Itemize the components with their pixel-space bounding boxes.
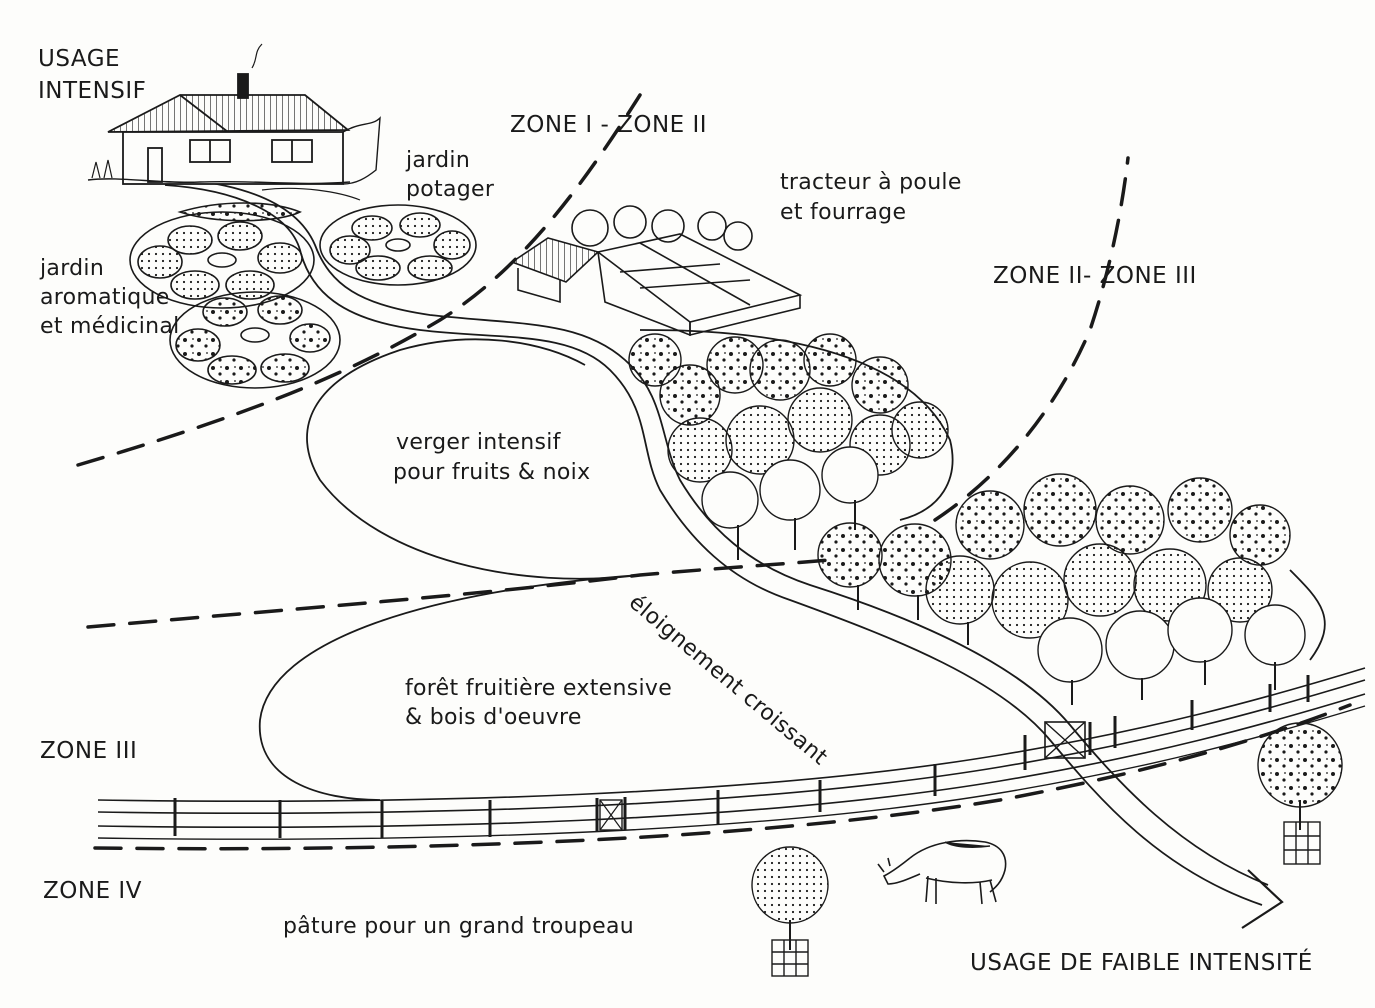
zone-boundary-lines	[76, 93, 1352, 851]
foret-label-line1: forêt fruitière extensive	[405, 676, 673, 701]
tracteur-label-line2: et fourrage	[780, 200, 907, 225]
jardin-potager-label-line1: jardin	[406, 148, 471, 173]
verger-label-line2: pour fruits & noix	[393, 460, 591, 485]
jardin-aromatique-label-line1: jardin	[40, 256, 105, 281]
pature-label: pâture pour un grand troupeau	[283, 914, 634, 939]
boundary-zone-3-4	[93, 703, 1352, 851]
fence-front	[97, 667, 1366, 840]
pasture-tree-left	[751, 846, 829, 977]
zone-3-label: ZONE III	[40, 738, 138, 764]
verger-label-line1: verger intensif	[396, 430, 561, 455]
chicken-tractor	[510, 205, 803, 337]
jardin-aromatique-label-line3: et médicinal	[40, 314, 180, 339]
forest-trees	[817, 473, 1306, 705]
orchard-trees	[628, 333, 949, 560]
vegetable-garden-beds	[177, 187, 477, 286]
woodland-outline	[1289, 569, 1326, 661]
aromatic-garden-beds	[129, 211, 341, 389]
zone-2-3-label: ZONE II- ZONE III	[993, 263, 1197, 289]
cow-drawing	[877, 839, 1007, 905]
pasture-tree-right	[1257, 722, 1343, 865]
zone-4-label: ZONE IV	[43, 878, 142, 904]
zone-1-2-label: ZONE I - ZONE II	[510, 112, 708, 138]
usage-intensif-label-line1: USAGE	[38, 46, 121, 72]
tracteur-label-line1: tracteur à poule	[780, 170, 962, 195]
boundary-zone-1-2	[76, 93, 642, 467]
boundary-zone-2-3	[933, 156, 1130, 522]
usage-faible-intensite-label: USAGE DE FAIBLE INTENSITÉ	[970, 950, 1313, 976]
foret-label-line2: & bois d'oeuvre	[405, 705, 582, 730]
jardin-potager-label-line2: potager	[406, 177, 495, 202]
foret-zone-outline	[259, 574, 641, 801]
jardin-aromatique-label-line2: aromatique	[40, 285, 170, 310]
house-drawing	[87, 43, 381, 185]
boundary-zone-2-3-west	[86, 558, 832, 629]
direction-arrow-head	[1241, 869, 1284, 929]
verger-zone-outline	[306, 338, 641, 580]
usage-intensif-label-line2: INTENSIF	[38, 78, 147, 104]
